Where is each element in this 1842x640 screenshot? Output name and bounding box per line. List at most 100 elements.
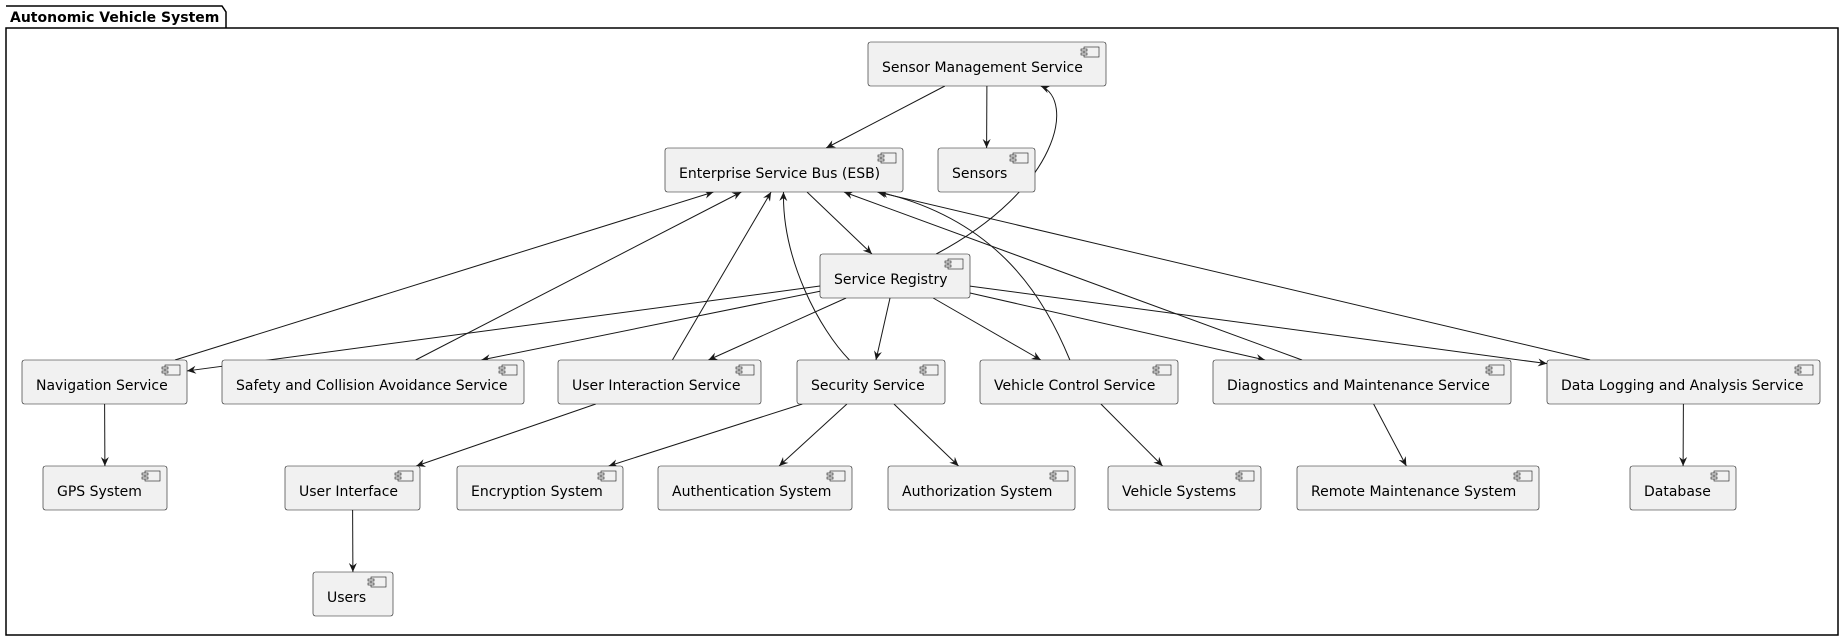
component-nav[interactable]: Navigation Service — [21, 359, 188, 405]
package-tab — [6, 5, 227, 28]
component-label: Authorization System — [902, 484, 1052, 500]
component-icon — [1235, 470, 1255, 482]
component-sec[interactable]: Security Service — [796, 359, 946, 405]
component-label: Service Registry — [834, 272, 948, 288]
component-icon — [394, 470, 414, 482]
component-icon — [735, 364, 755, 376]
component-vsys[interactable]: Vehicle Systems — [1107, 465, 1262, 511]
component-label: Navigation Service — [36, 378, 168, 394]
component-sens[interactable]: Sensors — [937, 147, 1036, 193]
component-box — [456, 465, 624, 511]
component-icon — [1009, 152, 1029, 164]
component-icon — [919, 364, 939, 376]
edge-reg-to-nav — [186, 285, 821, 374]
edge-ui-to-uif — [416, 403, 596, 467]
component-icon — [161, 364, 181, 376]
component-box — [887, 465, 1076, 511]
edge-sec-to-esb — [779, 191, 850, 361]
component-icon — [1485, 364, 1505, 376]
component-box — [796, 359, 946, 405]
edge-vcs-to-vsys — [1100, 403, 1163, 467]
edge-reg-to-dla — [969, 285, 1548, 367]
component-db[interactable]: Database — [1629, 465, 1737, 511]
component-label: Security Service — [811, 378, 925, 394]
component-users[interactable]: Users — [312, 571, 394, 617]
component-label: GPS System — [57, 484, 142, 500]
component-label: Enterprise Service Bus (ESB) — [679, 166, 880, 182]
component-icon — [141, 470, 161, 482]
component-reg[interactable]: Service Registry — [819, 253, 971, 299]
component-label: User Interface — [299, 484, 398, 500]
component-enc[interactable]: Encryption System — [456, 465, 624, 511]
component-label: Vehicle Systems — [1122, 484, 1236, 500]
component-icon — [597, 470, 617, 482]
edge-nav-to-esb — [174, 190, 714, 361]
component-label: Encryption System — [471, 484, 603, 500]
edge-reg-to-sec — [874, 297, 891, 361]
component-box — [21, 359, 188, 405]
component-label: Diagnostics and Maintenance Service — [1227, 378, 1490, 394]
component-box — [819, 253, 971, 299]
component-box — [1629, 465, 1737, 511]
component-gps[interactable]: GPS System — [42, 465, 168, 511]
component-esb[interactable]: Enterprise Service Bus (ESB) — [664, 147, 904, 193]
component-box — [664, 147, 904, 193]
component-label: Sensor Management Service — [882, 60, 1083, 76]
component-box — [867, 41, 1107, 87]
component-icon — [1080, 46, 1100, 58]
edge-reg-to-diag — [969, 292, 1266, 362]
component-dla[interactable]: Data Logging and Analysis Service — [1546, 359, 1821, 405]
edge-diag-to-esb — [843, 191, 1303, 361]
edge-sec-to-enc — [608, 403, 803, 468]
component-icon — [498, 364, 518, 376]
component-label: Sensors — [952, 166, 1007, 182]
edge-diag-to-rms — [1373, 403, 1407, 467]
component-label: Safety and Collision Avoidance Service — [236, 378, 507, 394]
component-label: Remote Maintenance System — [1311, 484, 1516, 500]
component-label: Database — [1644, 484, 1711, 500]
component-label: Users — [327, 590, 366, 606]
component-auth[interactable]: Authentication System — [657, 465, 853, 511]
component-box — [1107, 465, 1262, 511]
component-diag[interactable]: Diagnostics and Maintenance Service — [1212, 359, 1512, 405]
edge-reg-to-ui — [708, 297, 847, 361]
component-icon — [826, 470, 846, 482]
component-sms[interactable]: Sensor Management Service — [867, 41, 1107, 87]
component-box — [1212, 359, 1512, 405]
component-authz[interactable]: Authorization System — [887, 465, 1076, 511]
package-title: Autonomic Vehicle System — [10, 10, 219, 26]
component-label: User Interaction Service — [572, 378, 741, 394]
component-uif[interactable]: User Interface — [284, 465, 421, 511]
component-label: Vehicle Control Service — [994, 378, 1155, 394]
component-rms[interactable]: Remote Maintenance System — [1296, 465, 1540, 511]
component-box — [557, 359, 762, 405]
component-icon — [1049, 470, 1069, 482]
component-safe[interactable]: Safety and Collision Avoidance Service — [221, 359, 525, 405]
component-icon — [1710, 470, 1730, 482]
component-vcs[interactable]: Vehicle Control Service — [979, 359, 1179, 405]
edge-reg-to-sms — [936, 85, 1058, 255]
component-label: Data Logging and Analysis Service — [1561, 378, 1804, 394]
edge-reg-to-vcs — [932, 297, 1042, 361]
edge-reg-to-safe — [481, 290, 821, 363]
component-box — [657, 465, 853, 511]
component-ui[interactable]: User Interaction Service — [557, 359, 762, 405]
edge-dla-to-esb — [877, 190, 1591, 361]
edge-vcs-to-esb — [878, 190, 1071, 361]
component-box — [1546, 359, 1821, 405]
edges-layer — [100, 85, 1688, 573]
component-icon — [877, 152, 897, 164]
component-box — [221, 359, 525, 405]
component-label: Authentication System — [672, 484, 831, 500]
package-autonomic-vehicle-system: Autonomic Vehicle System — [5, 5, 1839, 636]
package-frame — [5, 27, 1839, 636]
component-icon — [1513, 470, 1533, 482]
component-box — [284, 465, 421, 511]
edge-sms-to-esb — [825, 85, 946, 149]
component-icon — [944, 258, 964, 270]
edge-safe-to-esb — [415, 191, 742, 361]
edge-esb-to-reg — [806, 191, 873, 255]
edge-sec-to-authz — [893, 403, 959, 467]
